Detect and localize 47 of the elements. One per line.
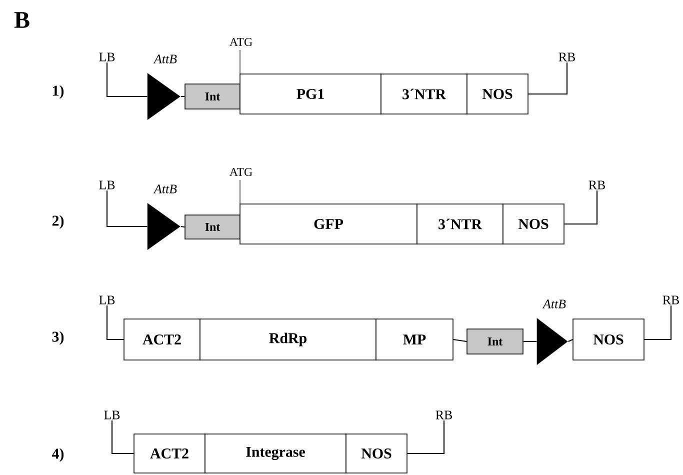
row-number: 2) <box>52 215 64 229</box>
row-number: 4) <box>52 448 64 462</box>
border-label: RB <box>558 52 575 62</box>
gene-box: PG1 <box>240 74 382 114</box>
connector-line <box>568 339 573 342</box>
connector-line <box>453 338 467 342</box>
connector-line <box>180 96 185 98</box>
border-label: RB <box>436 410 452 420</box>
row-number: 3) <box>52 331 64 345</box>
gene-box: NOS <box>502 204 564 244</box>
gene-box: 3´NTR <box>380 74 468 114</box>
connector-line <box>111 420 134 454</box>
connector-line <box>564 190 598 225</box>
intron-box: Int <box>466 328 524 354</box>
gene-box: NOS <box>346 434 408 474</box>
gene-box: 3´NTR <box>416 204 504 244</box>
intron-box: Int <box>184 84 240 110</box>
border-label: LB <box>99 52 115 62</box>
connector-line <box>106 305 124 340</box>
intron-box: Int <box>184 214 240 240</box>
site-label: AttB <box>153 54 177 64</box>
connector-line <box>106 190 148 228</box>
border-label: RB <box>662 296 679 304</box>
border-label: RB <box>588 180 605 190</box>
site-label: AttB <box>153 184 177 194</box>
site-triangle <box>147 73 180 120</box>
position-label: ATG <box>230 168 252 176</box>
border-label: LB <box>99 296 115 304</box>
panel-letter: B <box>14 12 30 28</box>
position-label: ATG <box>230 38 252 46</box>
connector-line <box>106 62 148 98</box>
connector-line <box>644 305 672 340</box>
border-label: LB <box>104 410 120 420</box>
site-triangle <box>536 318 568 365</box>
site-label: AttB <box>542 300 566 308</box>
site-triangle <box>147 203 180 250</box>
connector-line <box>180 226 185 228</box>
connector-line <box>523 340 537 342</box>
gene-box: ACT2 <box>134 434 206 474</box>
gene-box: MP <box>376 318 454 360</box>
row-number: 1) <box>53 85 64 99</box>
border-label: LB <box>99 180 115 190</box>
connector-line <box>528 62 568 95</box>
gene-box: NOS <box>466 74 528 114</box>
gene-box: ACT2 <box>124 318 200 360</box>
connector-line <box>407 420 445 454</box>
gene-box: NOS <box>572 318 644 360</box>
